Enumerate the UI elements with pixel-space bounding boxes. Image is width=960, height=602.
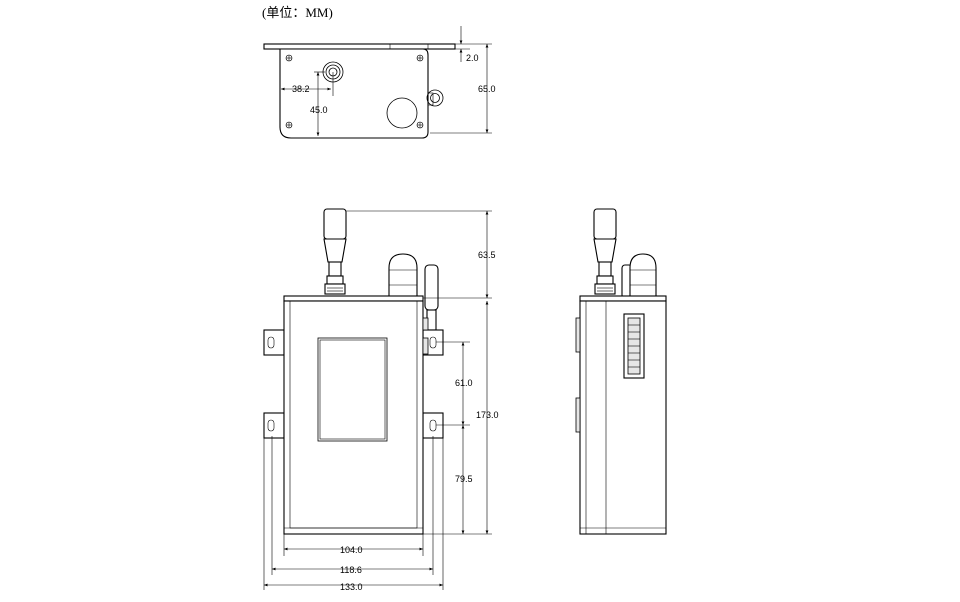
dim-bracket-width: 118.6 — [340, 565, 362, 575]
top-plate — [263, 43, 456, 50]
top-view: 38.2 45.0 2.0 65.0 — [263, 26, 496, 139]
dim-overall-width: 133.0 — [340, 582, 363, 592]
dim-hole-x: 38.2 — [292, 84, 310, 94]
side-body — [579, 300, 667, 535]
dim-body-width: 104.0 — [340, 545, 363, 555]
display-window — [317, 337, 388, 442]
dim-hole-y: 45.0 — [310, 105, 328, 115]
dim-body-height: 173.0 — [476, 410, 499, 420]
side-antenna — [593, 208, 617, 295]
front-view: 63.5 173.0 61.0 79.5 104.0 118.6 133.0 — [263, 208, 499, 592]
gps-dome — [386, 97, 418, 129]
dim-mount-bottom: 79.5 — [455, 474, 473, 484]
antenna — [323, 208, 347, 295]
device-body — [283, 300, 424, 535]
side-dome — [629, 253, 657, 299]
side-view — [575, 208, 667, 535]
side-connector — [426, 89, 444, 107]
mount-bracket — [263, 329, 444, 590]
dim-antenna-height: 63.5 — [478, 250, 496, 260]
dim-mount-spacing: 61.0 — [455, 378, 473, 388]
dim-thickness: 2.0 — [466, 53, 479, 63]
dim-top-height: 65.0 — [478, 84, 496, 94]
terminal-block — [623, 313, 645, 379]
screw-icon — [285, 54, 424, 129]
unit-label: (单位：MM) — [262, 5, 333, 20]
gps-dome-front — [388, 253, 418, 299]
